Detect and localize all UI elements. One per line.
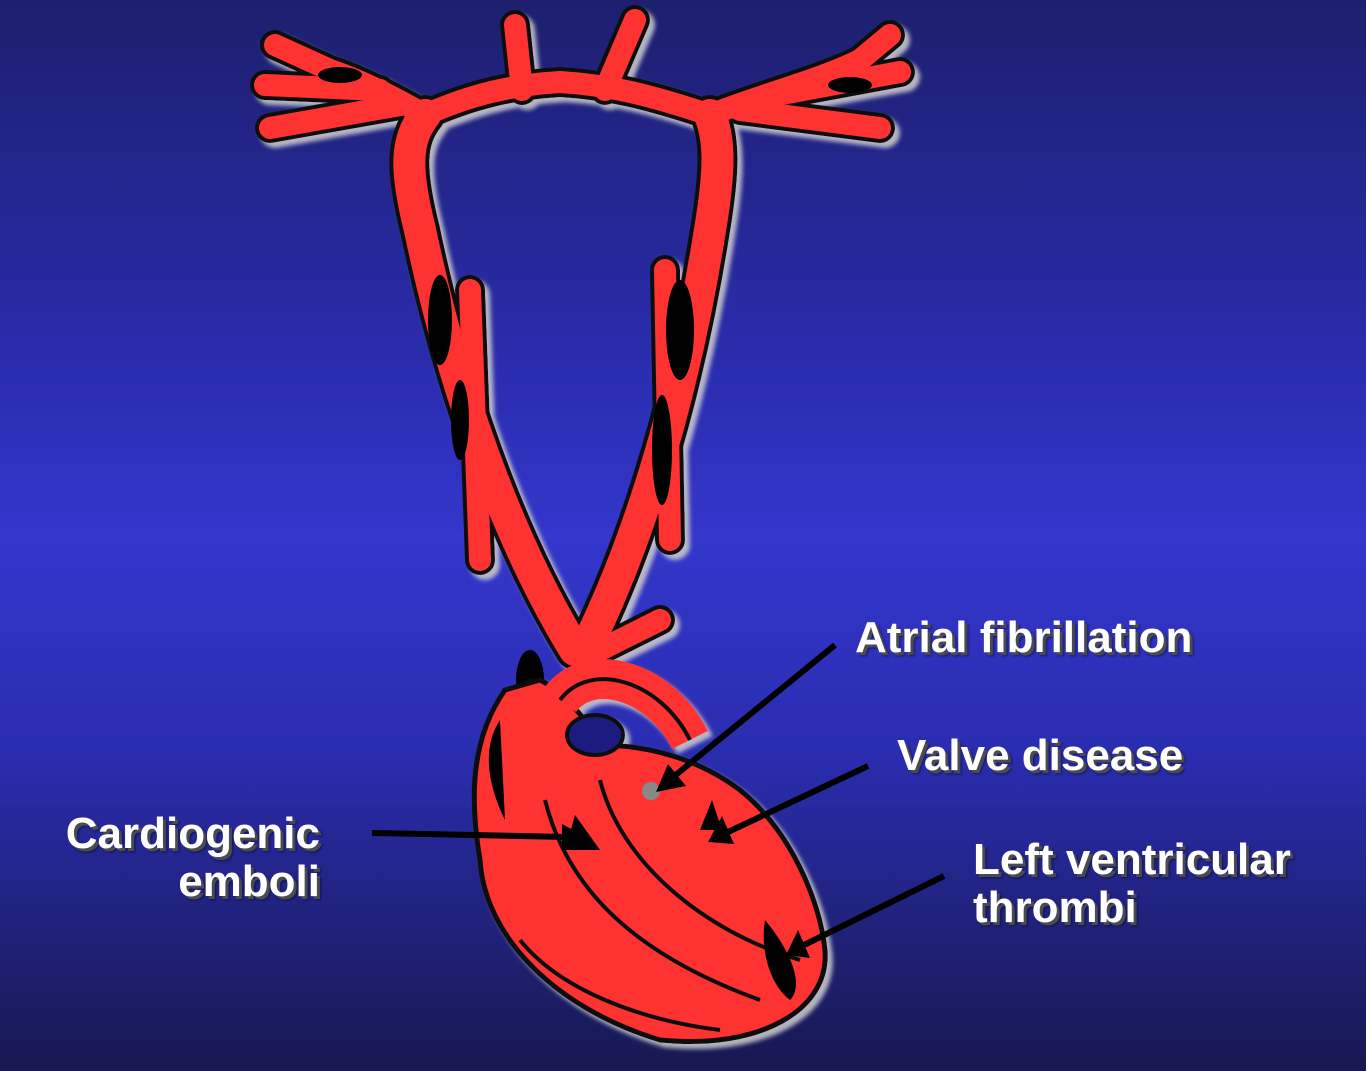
label-left-ventricular-thrombi: Left ventricular thrombi xyxy=(973,836,1291,932)
label-cardiogenic-line1: Cardiogenic xyxy=(66,810,320,858)
label-valve-disease: Valve disease xyxy=(897,732,1183,780)
heart xyxy=(474,679,825,1041)
label-atrial-fibrillation: Atrial fibrillation xyxy=(855,614,1192,662)
arterial-tree xyxy=(265,20,900,650)
label-cardiogenic-emboli: Cardiogenic emboli xyxy=(66,810,320,906)
label-left-ventricular-line1: Left ventricular xyxy=(973,836,1291,884)
label-left-ventricular-line2: thrombi xyxy=(973,884,1291,932)
label-cardiogenic-line2: emboli xyxy=(66,858,320,906)
